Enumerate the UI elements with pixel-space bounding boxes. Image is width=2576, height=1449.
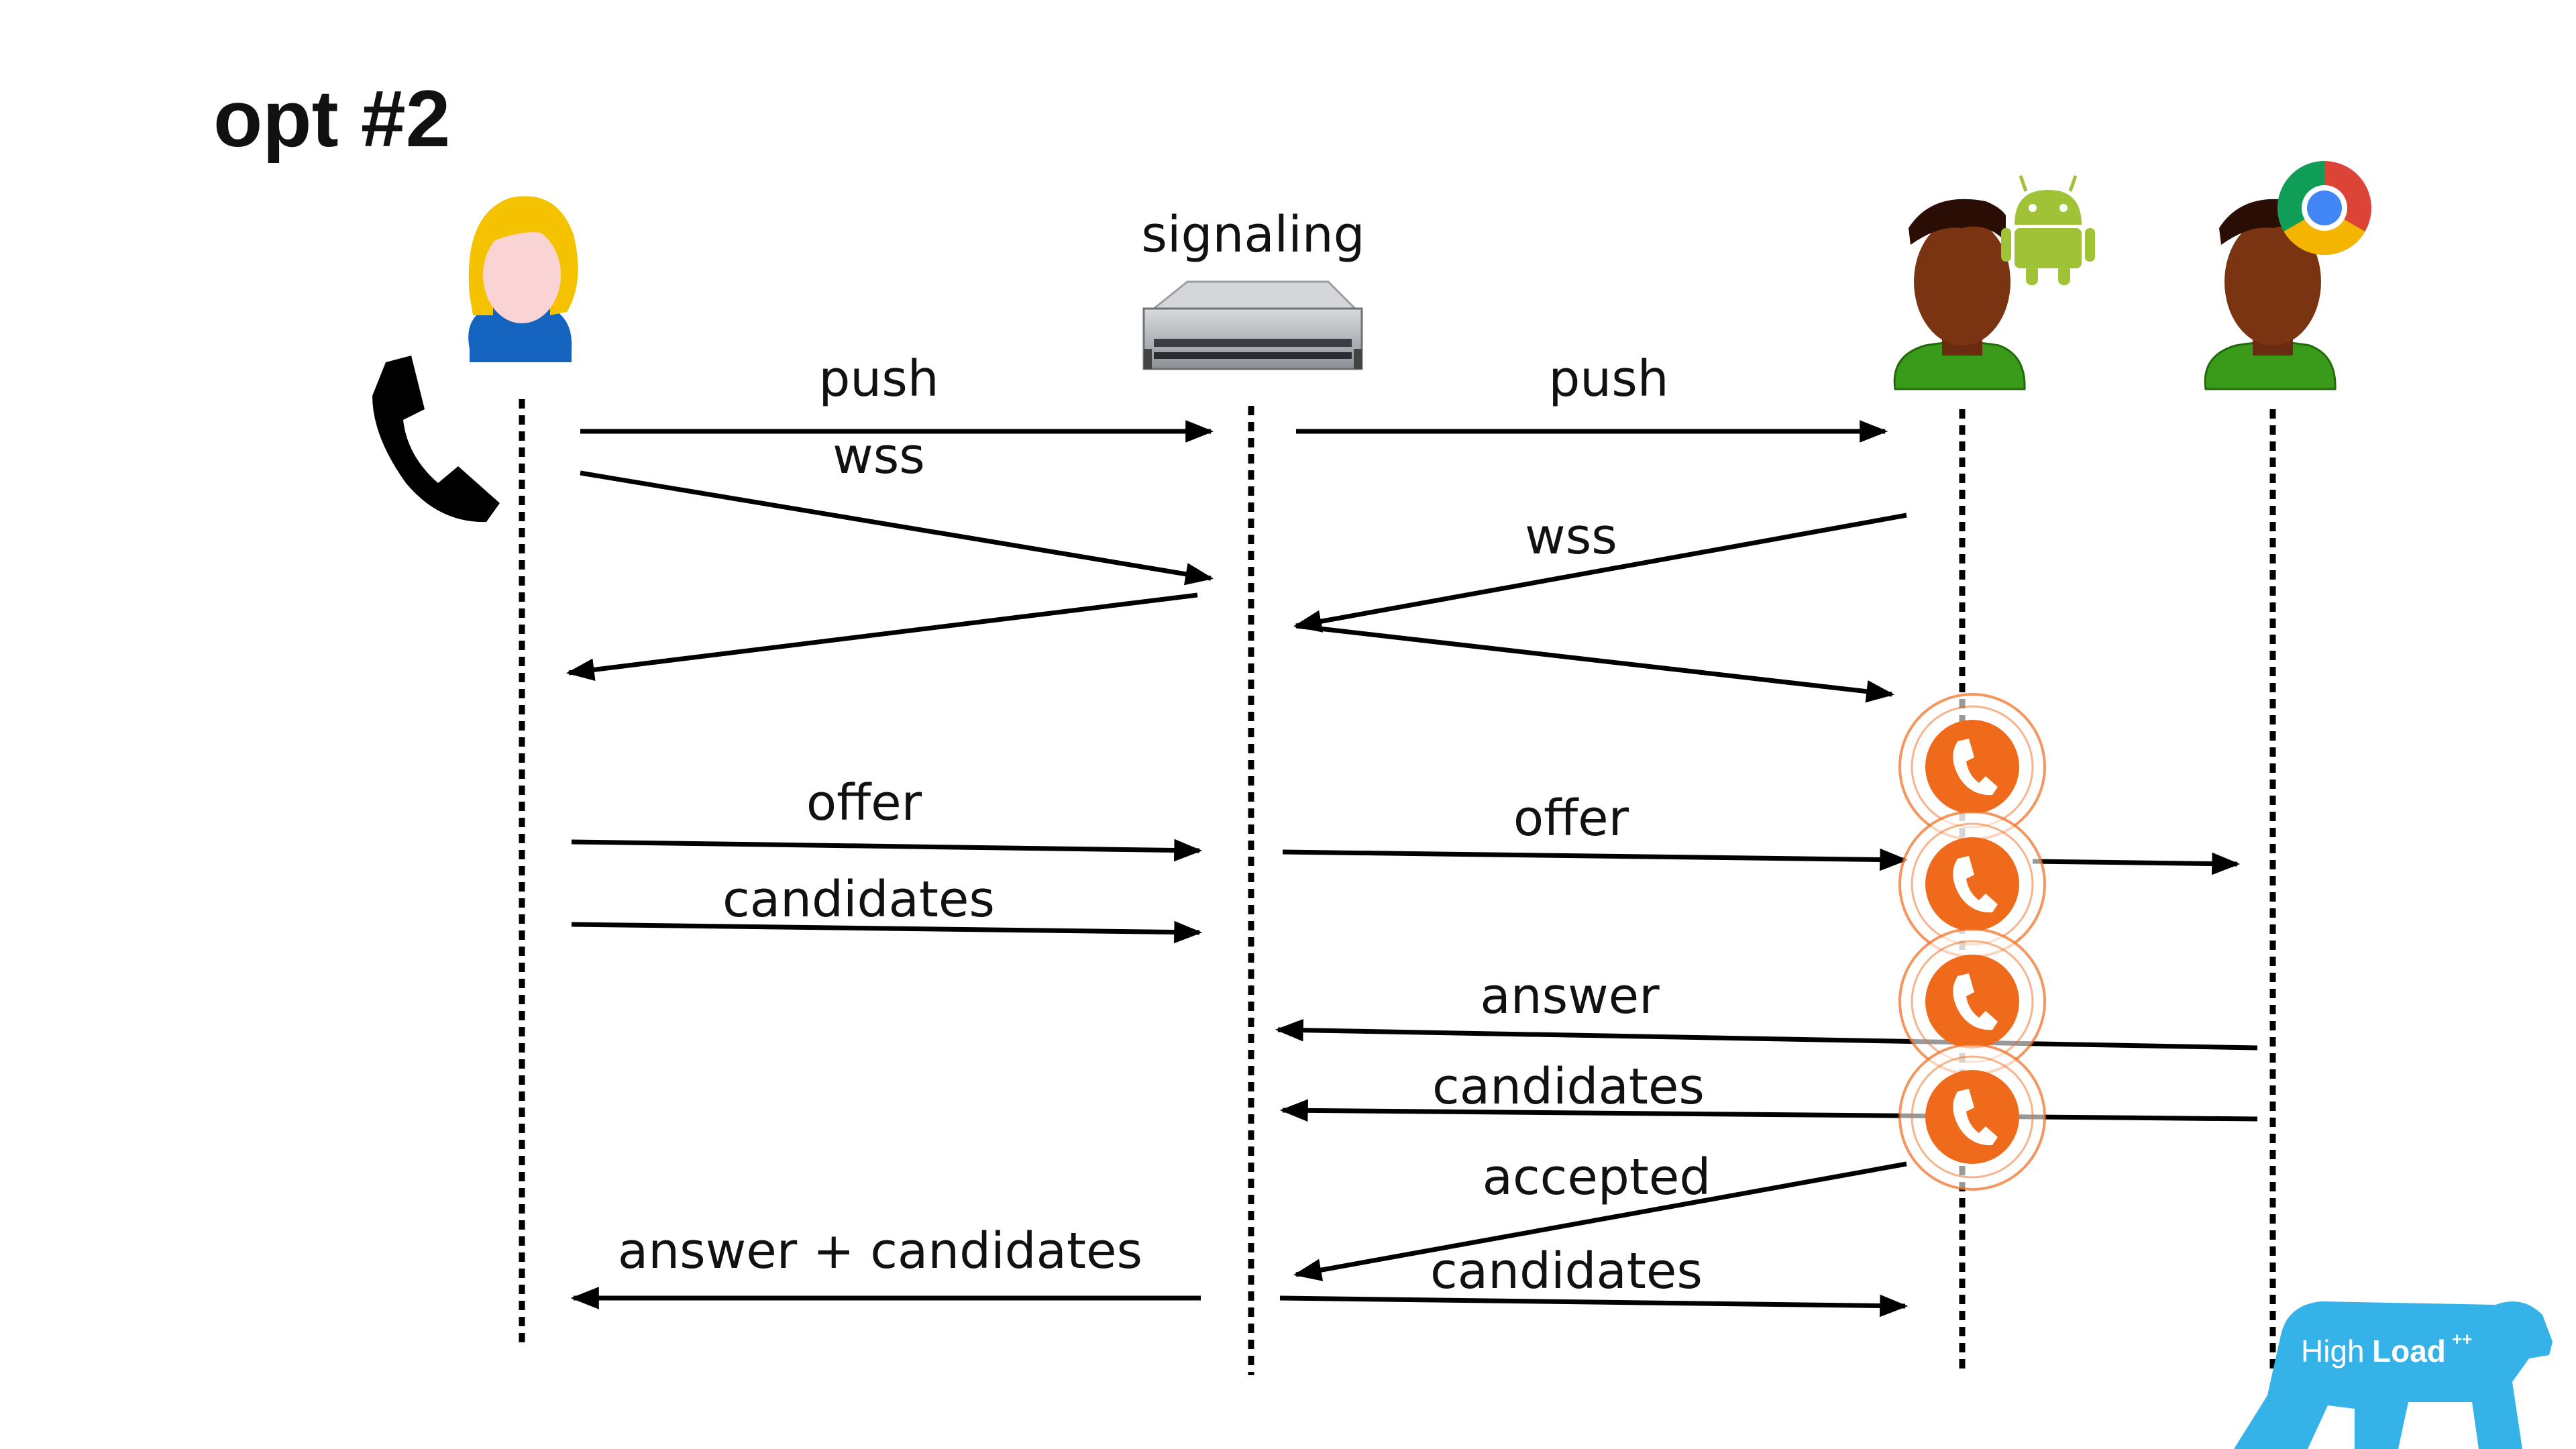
message-label: candidates — [722, 871, 995, 928]
message-label: offer — [1513, 790, 1629, 847]
arrow-candidates-2 — [1279, 1099, 2258, 1122]
arrow-candidates-3 — [1279, 1294, 1909, 1318]
message-label: answer — [1480, 967, 1660, 1025]
message-label: push — [1548, 350, 1668, 408]
participant-label-signaling: signaling — [1141, 206, 1364, 264]
ringing-phone-icon — [1898, 693, 2046, 841]
chrome-user-avatar-icon — [2204, 199, 2337, 390]
message-label: accepted — [1483, 1148, 1711, 1206]
arrow-offer-2 — [1282, 848, 1909, 871]
arrow-accepted — [1293, 1161, 1907, 1281]
arrow-offer-1 — [571, 839, 1203, 862]
ringing-phone-icon — [1898, 810, 2046, 958]
arrow-wss-1-reply — [566, 592, 1198, 682]
logo-text-sup: ++ — [2452, 1329, 2472, 1349]
ringing-phone-icon — [1898, 1043, 2046, 1191]
page-title: opt #2 — [213, 74, 450, 164]
arrow-wss-2 — [1293, 513, 1907, 633]
logo-text-main: High — [2301, 1334, 2365, 1368]
arrow-answer — [1275, 1018, 2258, 1051]
message-label: wss — [833, 427, 925, 485]
message-label: candidates — [1432, 1058, 1705, 1116]
caller-avatar-icon — [468, 196, 578, 362]
phone-icon — [372, 356, 500, 523]
arrow-wss-1 — [580, 470, 1214, 586]
message-label: wss — [1525, 508, 1617, 566]
message-label: answer + candidates — [618, 1222, 1142, 1280]
android-icon — [2001, 175, 2095, 285]
arrow-candidates-1 — [571, 920, 1203, 944]
chrome-icon — [2277, 161, 2371, 255]
server-icon — [1142, 280, 1363, 370]
arrow-wss-2-reply — [1295, 623, 1895, 703]
highload-logo: High Load ++ — [2234, 1301, 2553, 1449]
arrow-offer-2-cont — [2032, 852, 2241, 875]
android-user-avatar-icon — [1893, 199, 2026, 390]
logo-text-bold: Load — [2372, 1334, 2446, 1368]
message-label: offer — [806, 774, 922, 832]
ringing-phone-icon — [1898, 928, 2046, 1075]
ringing-phone-badges — [1898, 693, 2046, 1191]
message-label: push — [818, 350, 938, 408]
message-label: candidates — [1430, 1242, 1703, 1300]
